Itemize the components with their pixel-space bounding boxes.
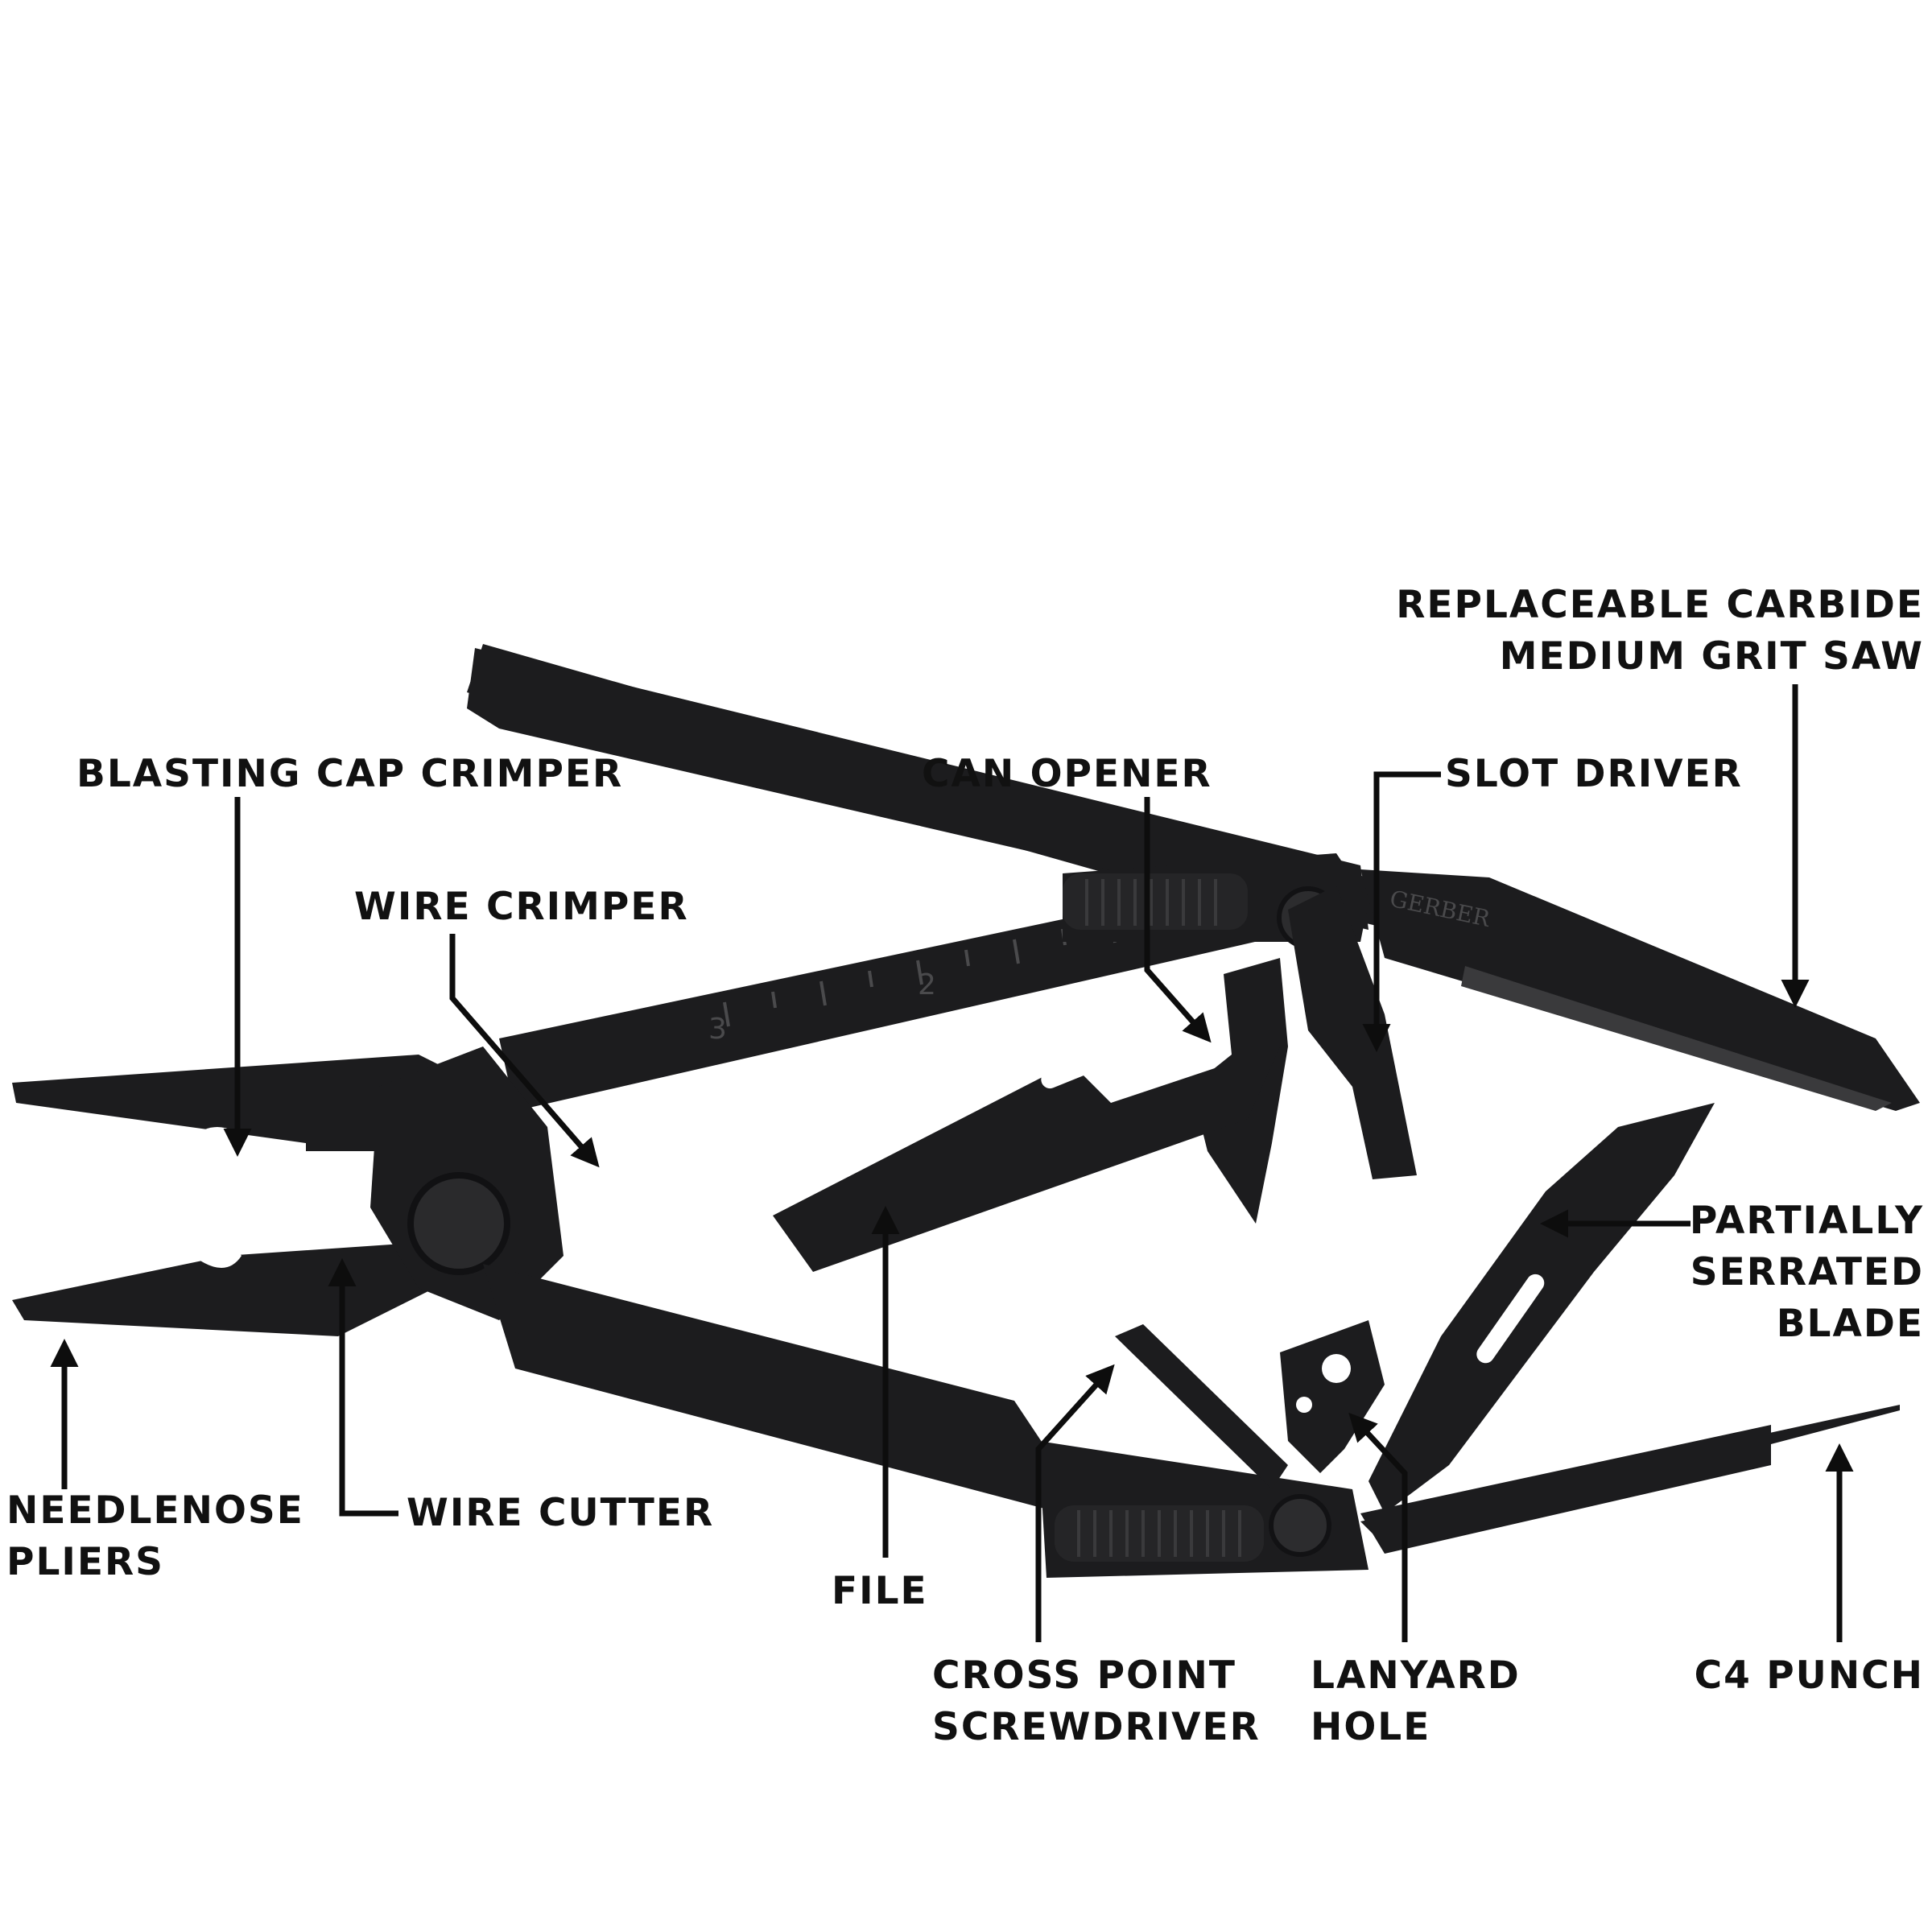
lanyard-arrow (1348, 1412, 1408, 1642)
label-needlenose-line-1: NEEDLENOSE (6, 1488, 304, 1533)
main-pivot (370, 1046, 564, 1320)
label-cross-point-line-2: SCREWDRIVER (932, 1705, 1261, 1749)
label-lanyard-line-1: LANYARD (1311, 1653, 1521, 1698)
label-cross-point-screwdriver: CROSS POINT SCREWDRIVER (932, 1650, 1261, 1753)
label-can-opener-line-1: CAN OPENER (922, 752, 1212, 796)
cross-point-screwdriver-tool (1115, 1324, 1288, 1489)
crimper-notches (185, 1127, 306, 1268)
label-wire-cutter: WIRE CUTTER (407, 1488, 714, 1539)
label-saw-line-2: MEDIUM GRIT SAW (1499, 634, 1924, 679)
wire-cutter-arrow (328, 1258, 398, 1517)
label-saw-line-1: REPLACEABLE CARBIDE (1396, 583, 1924, 627)
label-c4-punch-line-1: C4 PUNCH (1694, 1653, 1924, 1698)
top-handle (467, 648, 1368, 930)
label-slot-driver-line-1: SLOT DRIVER (1445, 752, 1743, 796)
label-lanyard-hole: LANYARD HOLE (1311, 1650, 1521, 1753)
lower-handle (483, 1264, 1368, 1578)
label-partially-serrated-blade: PARTIALLY SERRATED BLADE (1642, 1195, 1924, 1350)
lanyard-piece (1280, 1320, 1385, 1473)
file-tool (773, 1038, 1280, 1272)
label-wire-crimper-line-1: WIRE CRIMPER (354, 885, 689, 929)
saw-blade: GERBER (1360, 869, 1920, 1111)
label-file: FILE (832, 1566, 928, 1617)
label-wire-crimper: WIRE CRIMPER (354, 881, 689, 933)
slot-driver-arrow (1362, 771, 1441, 1052)
label-slot-driver: SLOT DRIVER (1445, 749, 1743, 800)
serrated-blade-tool (1368, 1103, 1715, 1513)
label-lanyard-line-2: HOLE (1311, 1705, 1431, 1749)
c4-punch-tool (1360, 1405, 1900, 1554)
label-can-opener: CAN OPENER (922, 749, 1212, 800)
label-wire-cutter-line-1: WIRE CUTTER (407, 1491, 715, 1535)
label-needlenose-line-2: PLIERS (6, 1540, 165, 1584)
label-cross-point-line-1: CROSS POINT (932, 1653, 1236, 1698)
label-saw: REPLACEABLE CARBIDE MEDIUM GRIT SAW (1352, 580, 1924, 683)
leader-lines (50, 684, 1854, 1642)
can-opener-arrow (1144, 797, 1212, 1043)
cross-point-arrow (1035, 1364, 1115, 1642)
label-file-line-1: FILE (832, 1569, 928, 1613)
label-needlenose-pliers: NEEDLENOSE PLIERS (6, 1485, 304, 1588)
wire-crimper-arrow (449, 934, 600, 1168)
label-serrated-line-1: PARTIALLY (1689, 1199, 1924, 1243)
label-blasting-cap-crimper-line-1: BLASTING CAP CRIMPER (76, 752, 624, 796)
label-blasting-cap-crimper: BLASTING CAP CRIMPER (76, 749, 623, 800)
label-serrated-line-2: SERRATED (1690, 1250, 1924, 1294)
ruler-number-3: 3 (708, 1013, 727, 1046)
label-c4-punch: C4 PUNCH (1658, 1650, 1924, 1702)
slot-driver-tool (1288, 886, 1417, 1179)
ruler-number-2: 2 (918, 968, 936, 1001)
label-serrated-line-3: BLADE (1776, 1302, 1924, 1346)
